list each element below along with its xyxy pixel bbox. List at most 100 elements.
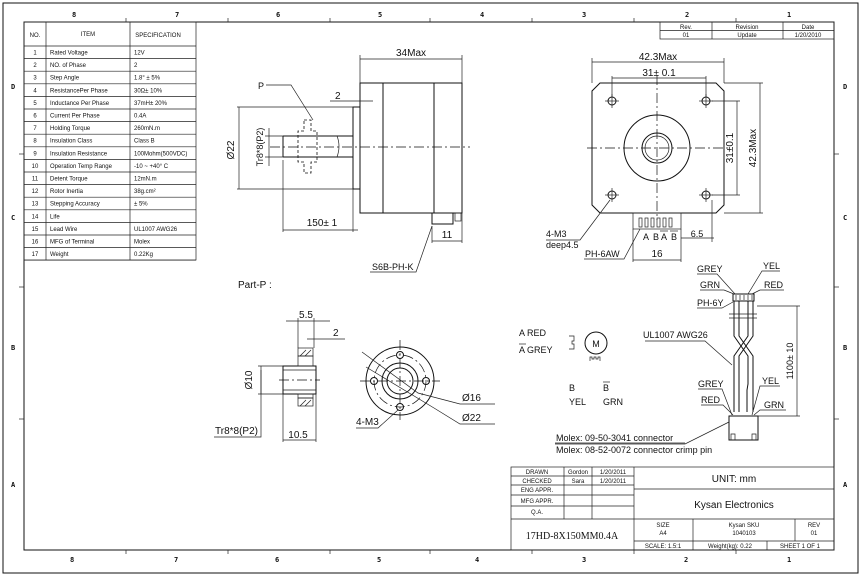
side-part-label: P	[258, 81, 264, 91]
part-p-d22-dim: Ø22	[462, 413, 481, 424]
side-connector-label: S6B-PH-K	[372, 262, 414, 272]
spec-header-item: ITEM	[81, 32, 95, 38]
spec-row-item: NO. of Phase	[50, 63, 87, 69]
part-p-length-dim: 10.5	[288, 430, 308, 441]
spec-header-specification: SPECIFICATION	[135, 33, 181, 39]
zone-right-d: D	[843, 83, 847, 91]
part-p-width-dim: 5.5	[299, 310, 313, 321]
sku-label: Kysan SKU	[729, 523, 760, 529]
wire-cable-label: UL1007 AWG26	[643, 330, 708, 340]
spec-row-item: Operation Temp Range	[50, 164, 113, 170]
spec-row-item: Step Angle	[50, 76, 80, 82]
rev-revision: Update	[737, 33, 757, 39]
zone-top-1: 1	[787, 11, 791, 19]
rev-header-rev: Rev.	[680, 25, 692, 31]
front-pin-label-abar: A	[661, 232, 667, 242]
spec-row-item: Insulation Resistance	[50, 151, 108, 157]
spec-row-item: ResistancePer Phase	[50, 88, 108, 94]
spec-row-item: Holding Torque	[50, 126, 91, 132]
spec-row-no: 3	[33, 76, 37, 82]
spec-row-item: Detent Torque	[50, 177, 88, 183]
front-height-dim: 42.3Max	[748, 129, 759, 167]
spec-row-value: 2	[134, 63, 138, 69]
side-view: 34Max 2 Ø22 Tr8*8(P2) 150± 1 11 P S6B-PH…	[226, 48, 470, 273]
wire-top-connector: PH-6Y	[697, 298, 724, 308]
tb-role: CHECKED	[522, 479, 552, 485]
side-length-dim: 34Max	[396, 48, 426, 59]
side-diameter-dim: Ø22	[226, 140, 237, 159]
spec-row-value: 1.8° ± 5%	[134, 76, 161, 82]
tb-role: ENG APPR.	[521, 488, 554, 494]
rev-value: 01	[683, 33, 690, 39]
zone-left-b: B	[11, 344, 15, 352]
spec-row-value: ± 5%	[134, 202, 148, 208]
part-p-thread-dim: Tr8*8(P2)	[215, 426, 258, 437]
spec-row-item: Stepping Accuracy	[50, 202, 100, 208]
wiring-schematic: A RED A GREY M B B YEL GRN GREY YEL GRN …	[519, 261, 800, 455]
spec-row-item: Insulation Class	[50, 139, 92, 145]
part-number: 17HD-8X150MM0.4A	[526, 531, 619, 542]
front-connector-width-dim: 16	[651, 249, 663, 260]
wire-bot-yel: YEL	[762, 376, 779, 386]
zone-top-8: 8	[72, 11, 76, 19]
spec-row-value: 100Mohm(500VDC)	[134, 151, 187, 157]
spec-row-value: 37mH± 20%	[134, 101, 168, 107]
sku-value: 1040103	[732, 531, 756, 537]
wire-bot-red: RED	[701, 395, 721, 405]
part-p-flange-dim: 2	[333, 328, 339, 339]
inner-border	[23, 21, 835, 551]
spec-row-value: -10 ~ +40° C	[134, 164, 169, 170]
zone-left-c: C	[11, 214, 15, 222]
rev-value-tb: 01	[811, 531, 818, 537]
wire-bbar-color: GRN	[603, 397, 623, 407]
unit-label: UNIT: mm	[712, 474, 756, 485]
part-p-title: Part-P :	[238, 280, 272, 291]
part-p-views: Part-P : 5.5 2 Ø10 10.5 Tr8*8(P2)	[214, 280, 495, 442]
rev-label: REV	[808, 523, 820, 529]
front-view: 42.3Max 31± 0.1 31±0.1 42.3Max A B A B 6…	[546, 52, 763, 262]
size-value: A4	[659, 531, 667, 537]
rev-header-revision: Revision	[735, 25, 758, 31]
zone-right-a: A	[843, 481, 848, 489]
part-p-bore-dim: Ø10	[244, 370, 255, 389]
zone-bottom-6: 6	[275, 556, 279, 564]
sheet-number: SHEET 1 OF 1	[780, 544, 821, 550]
spec-row-item: Lead Wire	[50, 227, 78, 233]
spec-row-no: 15	[32, 227, 39, 233]
zone-top-3: 3	[582, 11, 586, 19]
zone-top-4: 4	[480, 11, 484, 19]
zone-top-7: 7	[175, 11, 179, 19]
zone-top-5: 5	[378, 11, 382, 19]
zone-left-a: A	[11, 481, 16, 489]
company-name: Kysan Electronics	[694, 500, 773, 511]
tb-role: DRAWN	[526, 470, 548, 476]
wire-length-dim: 1100± 10	[785, 343, 795, 380]
spec-row-value: 0.4A	[134, 114, 146, 120]
zone-bottom-2: 2	[684, 556, 688, 564]
zone-bottom-1: 1	[787, 556, 791, 564]
spec-row-value: 12mN.m	[134, 177, 157, 183]
zone-right-b: B	[843, 344, 847, 352]
side-connector-dim: 11	[442, 230, 453, 241]
spec-row-item: Rotor Inertia	[50, 189, 84, 195]
front-connector-label: PH-6AW	[585, 249, 620, 259]
spec-row-no: 5	[33, 101, 37, 107]
spec-row-no: 2	[33, 63, 37, 69]
front-width-dim: 42.3Max	[639, 52, 677, 63]
front-pin-label-b: B	[653, 232, 659, 242]
spec-row-no: 4	[33, 88, 37, 94]
revision-table: Rev. Revision Date 01 Update 1/20/2010	[659, 21, 835, 40]
wire-top-red: RED	[764, 280, 784, 290]
spec-row-no: 16	[32, 240, 39, 246]
spec-row-no: 14	[32, 214, 39, 220]
wire-a-label: A RED	[519, 328, 547, 338]
zone-labels-top: 8 7 6 5 4 3 2 1	[72, 11, 791, 19]
spec-row-no: 9	[33, 151, 37, 157]
spec-row-value: 30Ω± 10%	[134, 88, 163, 94]
side-flange-dim: 2	[335, 91, 341, 102]
front-hole-depth: deep4.5	[546, 240, 579, 250]
tb-name: Sara	[572, 479, 585, 485]
